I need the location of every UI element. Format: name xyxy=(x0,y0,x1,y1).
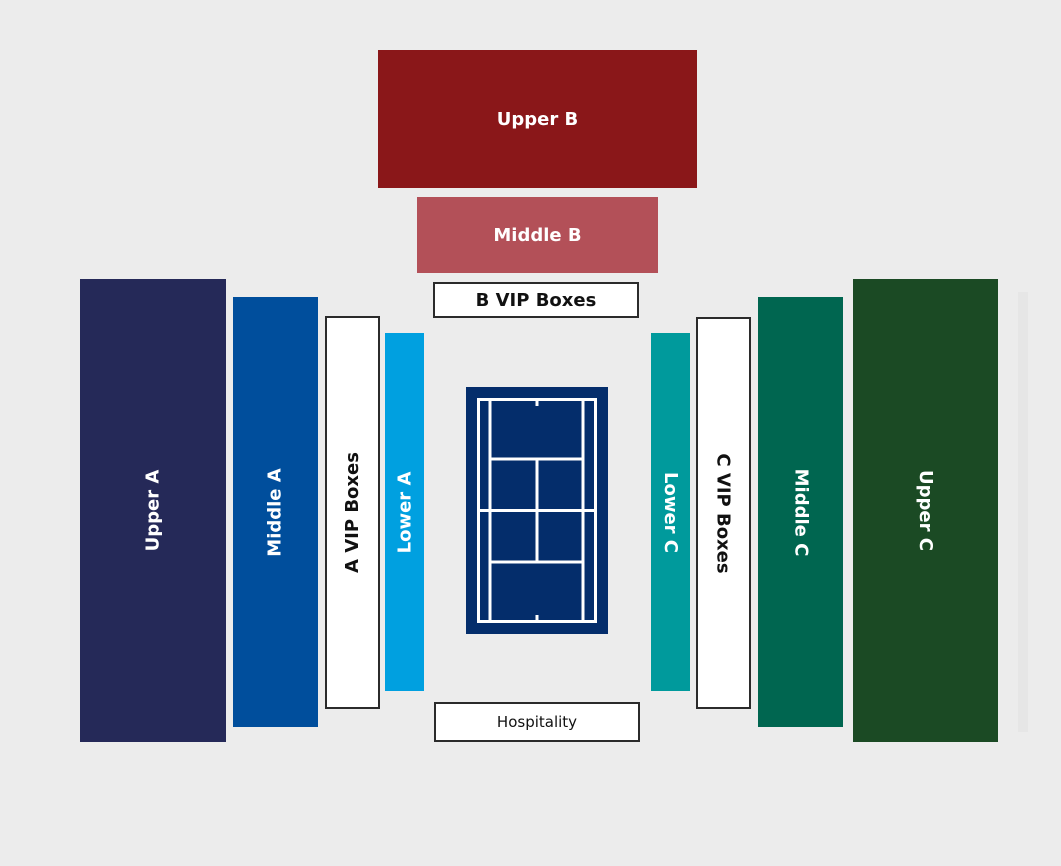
section-lower-c[interactable]: Lower C xyxy=(651,333,690,691)
section-b-vip-boxes[interactable]: B VIP Boxes xyxy=(433,282,639,318)
section-label: B VIP Boxes xyxy=(475,289,597,311)
section-upper-b[interactable]: Upper B xyxy=(378,50,697,188)
section-label: Middle A xyxy=(265,467,286,557)
section-label: Middle B xyxy=(493,224,582,246)
section-c-vip-boxes[interactable]: C VIP Boxes xyxy=(696,317,751,709)
section-upper-c[interactable]: Upper C xyxy=(853,279,998,742)
section-upper-a[interactable]: Upper A xyxy=(80,279,226,742)
section-label: Middle C xyxy=(790,468,811,556)
section-label: Upper C xyxy=(914,470,936,551)
section-label: Lower A xyxy=(394,471,415,553)
section-middle-a[interactable]: Middle A xyxy=(233,297,318,727)
section-label: Hospitality xyxy=(496,713,578,731)
section-middle-c[interactable]: Middle C xyxy=(758,297,843,727)
section-label: Lower C xyxy=(660,471,681,553)
section-label: Upper A xyxy=(142,469,164,552)
decorative-shadow xyxy=(1018,292,1028,732)
section-hospitality[interactable]: Hospitality xyxy=(434,702,640,742)
tennis-court xyxy=(466,387,608,634)
section-middle-b[interactable]: Middle B xyxy=(417,197,658,273)
section-a-vip-boxes[interactable]: A VIP Boxes xyxy=(325,316,380,709)
section-label: C VIP Boxes xyxy=(713,452,734,574)
section-label: Upper B xyxy=(496,108,579,130)
section-lower-a[interactable]: Lower A xyxy=(385,333,424,691)
section-label: A VIP Boxes xyxy=(342,452,363,573)
